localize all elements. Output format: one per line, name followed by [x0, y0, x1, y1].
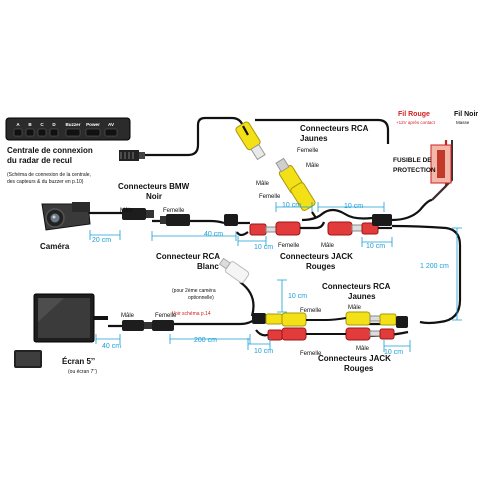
- screen-sub: (ou écran 7’’): [68, 369, 97, 375]
- central-title-1: Centrale de connexion: [7, 146, 93, 155]
- rca-top-male-2: Mâle: [256, 181, 270, 187]
- jack-bottom-femelle: Femelle: [300, 351, 322, 357]
- central-button-label: B: [28, 122, 32, 127]
- central-button-label: A: [16, 122, 20, 127]
- rca-white-note-1: (pour 2ème caméra: [172, 288, 216, 294]
- jack-bottom-male: Mâle: [356, 346, 370, 352]
- dim-bottom-left: 10 cm: [254, 348, 273, 355]
- dimension-lines: [89, 202, 462, 352]
- central-socket: [104, 128, 118, 137]
- rca-top-femelle-2: Femelle: [259, 194, 281, 200]
- bmw-male: Mâle: [120, 208, 134, 214]
- central-note-1: (Schéma de connexion de la centrale,: [7, 172, 91, 178]
- screen: [14, 293, 108, 368]
- rca-white-title-1: Connecteur RCA: [156, 252, 220, 261]
- jack-bottom-title-1: Connecteurs JACK: [318, 354, 391, 363]
- dim-screen-b: 200 cm: [194, 337, 217, 344]
- dim-rca-top-right: 10 cm: [344, 203, 363, 210]
- screen-cable-connectors: [122, 320, 174, 331]
- central-unit-connector: [119, 150, 145, 161]
- central-socket: [37, 128, 47, 137]
- bottom-connectors: [252, 311, 408, 341]
- central-unit: A B C D Buzzer Power AV: [5, 117, 131, 141]
- central-socket: [85, 128, 101, 137]
- central-socket: [49, 128, 59, 137]
- rca-top-title-1: Connecteurs RCA: [300, 124, 369, 133]
- dim-jack-top-left: 10 cm: [254, 244, 273, 251]
- central-button-label: Power: [86, 122, 100, 127]
- rca-white-voir: Voir schéma p.14: [172, 311, 211, 317]
- central-button-label: AV: [108, 122, 115, 127]
- bmw-title-2: Noir: [146, 192, 162, 201]
- fil-noir-sub: Masse: [456, 120, 470, 125]
- jack-top-title-2: Rouges: [306, 262, 336, 271]
- central-button-label: C: [40, 122, 44, 127]
- rca-white-note-2: optionnelle): [188, 295, 214, 301]
- dim-screen-a: 40 cm: [102, 343, 121, 350]
- rca-top-male-1: Mâle: [306, 163, 320, 169]
- camera-label: Caméra: [40, 242, 70, 251]
- central-button-label: Buzzer: [65, 122, 80, 127]
- rca-top-title-2: Jaunes: [300, 134, 328, 143]
- bmw-connector: [122, 208, 190, 226]
- fil-rouge-label: Fil Rouge: [398, 111, 430, 118]
- central-note-2: des capteurs & du buzzer en p.10): [7, 179, 84, 185]
- dim-rca-top-left: 10 cm: [282, 202, 301, 209]
- dim-white: 10 cm: [288, 293, 307, 300]
- dim-long: 1 200 cm: [420, 263, 449, 270]
- central-unit-buttons: A B C D Buzzer Power AV: [13, 122, 118, 137]
- rca-bottom-femelle: Femelle: [300, 308, 322, 314]
- jack-top-connectors: [224, 214, 392, 236]
- jack-top-title-1: Connecteurs JACK: [280, 252, 353, 261]
- screen-cable-male: Mâle: [121, 313, 135, 319]
- dim-jack-top-right: 10 cm: [366, 243, 385, 250]
- screen-cable-femelle: Femelle: [155, 313, 177, 319]
- central-socket: [13, 128, 23, 137]
- rca-white-connector: [218, 257, 250, 284]
- central-socket: [65, 128, 81, 137]
- dim-cam: 20 cm: [92, 237, 111, 244]
- fil-noir-label: Fil Noir: [454, 111, 478, 118]
- bmw-femelle: Femelle: [163, 208, 185, 214]
- rca-white-title-2: Blanc: [197, 262, 219, 271]
- central-button-label: D: [52, 122, 56, 127]
- rca-top-connectors: [235, 121, 317, 219]
- bmw-title-1: Connecteurs BMW: [118, 182, 190, 191]
- dim-bmw: 40 cm: [204, 231, 223, 238]
- power-wires: [430, 140, 453, 201]
- jack-top-male: Mâle: [321, 243, 335, 249]
- fil-rouge-sub: +12V après contact: [396, 120, 436, 125]
- rca-bottom-title-1: Connecteurs RCA: [322, 282, 391, 291]
- jack-top-femelle: Femelle: [278, 243, 300, 249]
- central-title-2: du radar de recul: [7, 156, 72, 165]
- fuse-label-2: PROTECTION: [393, 167, 436, 174]
- rca-bottom-title-2: Jaunes: [348, 292, 376, 301]
- dim-bottom-right: 10 cm: [384, 349, 403, 356]
- rca-bottom-male: Mâle: [348, 305, 362, 311]
- rca-top-femelle: Femelle: [297, 148, 319, 154]
- camera: [41, 202, 91, 231]
- jack-bottom-title-2: Rouges: [344, 364, 374, 373]
- screen-label: Écran 5’’: [62, 357, 95, 366]
- fuse-label-1: FUSIBLE DE: [393, 157, 432, 164]
- central-socket: [25, 128, 35, 137]
